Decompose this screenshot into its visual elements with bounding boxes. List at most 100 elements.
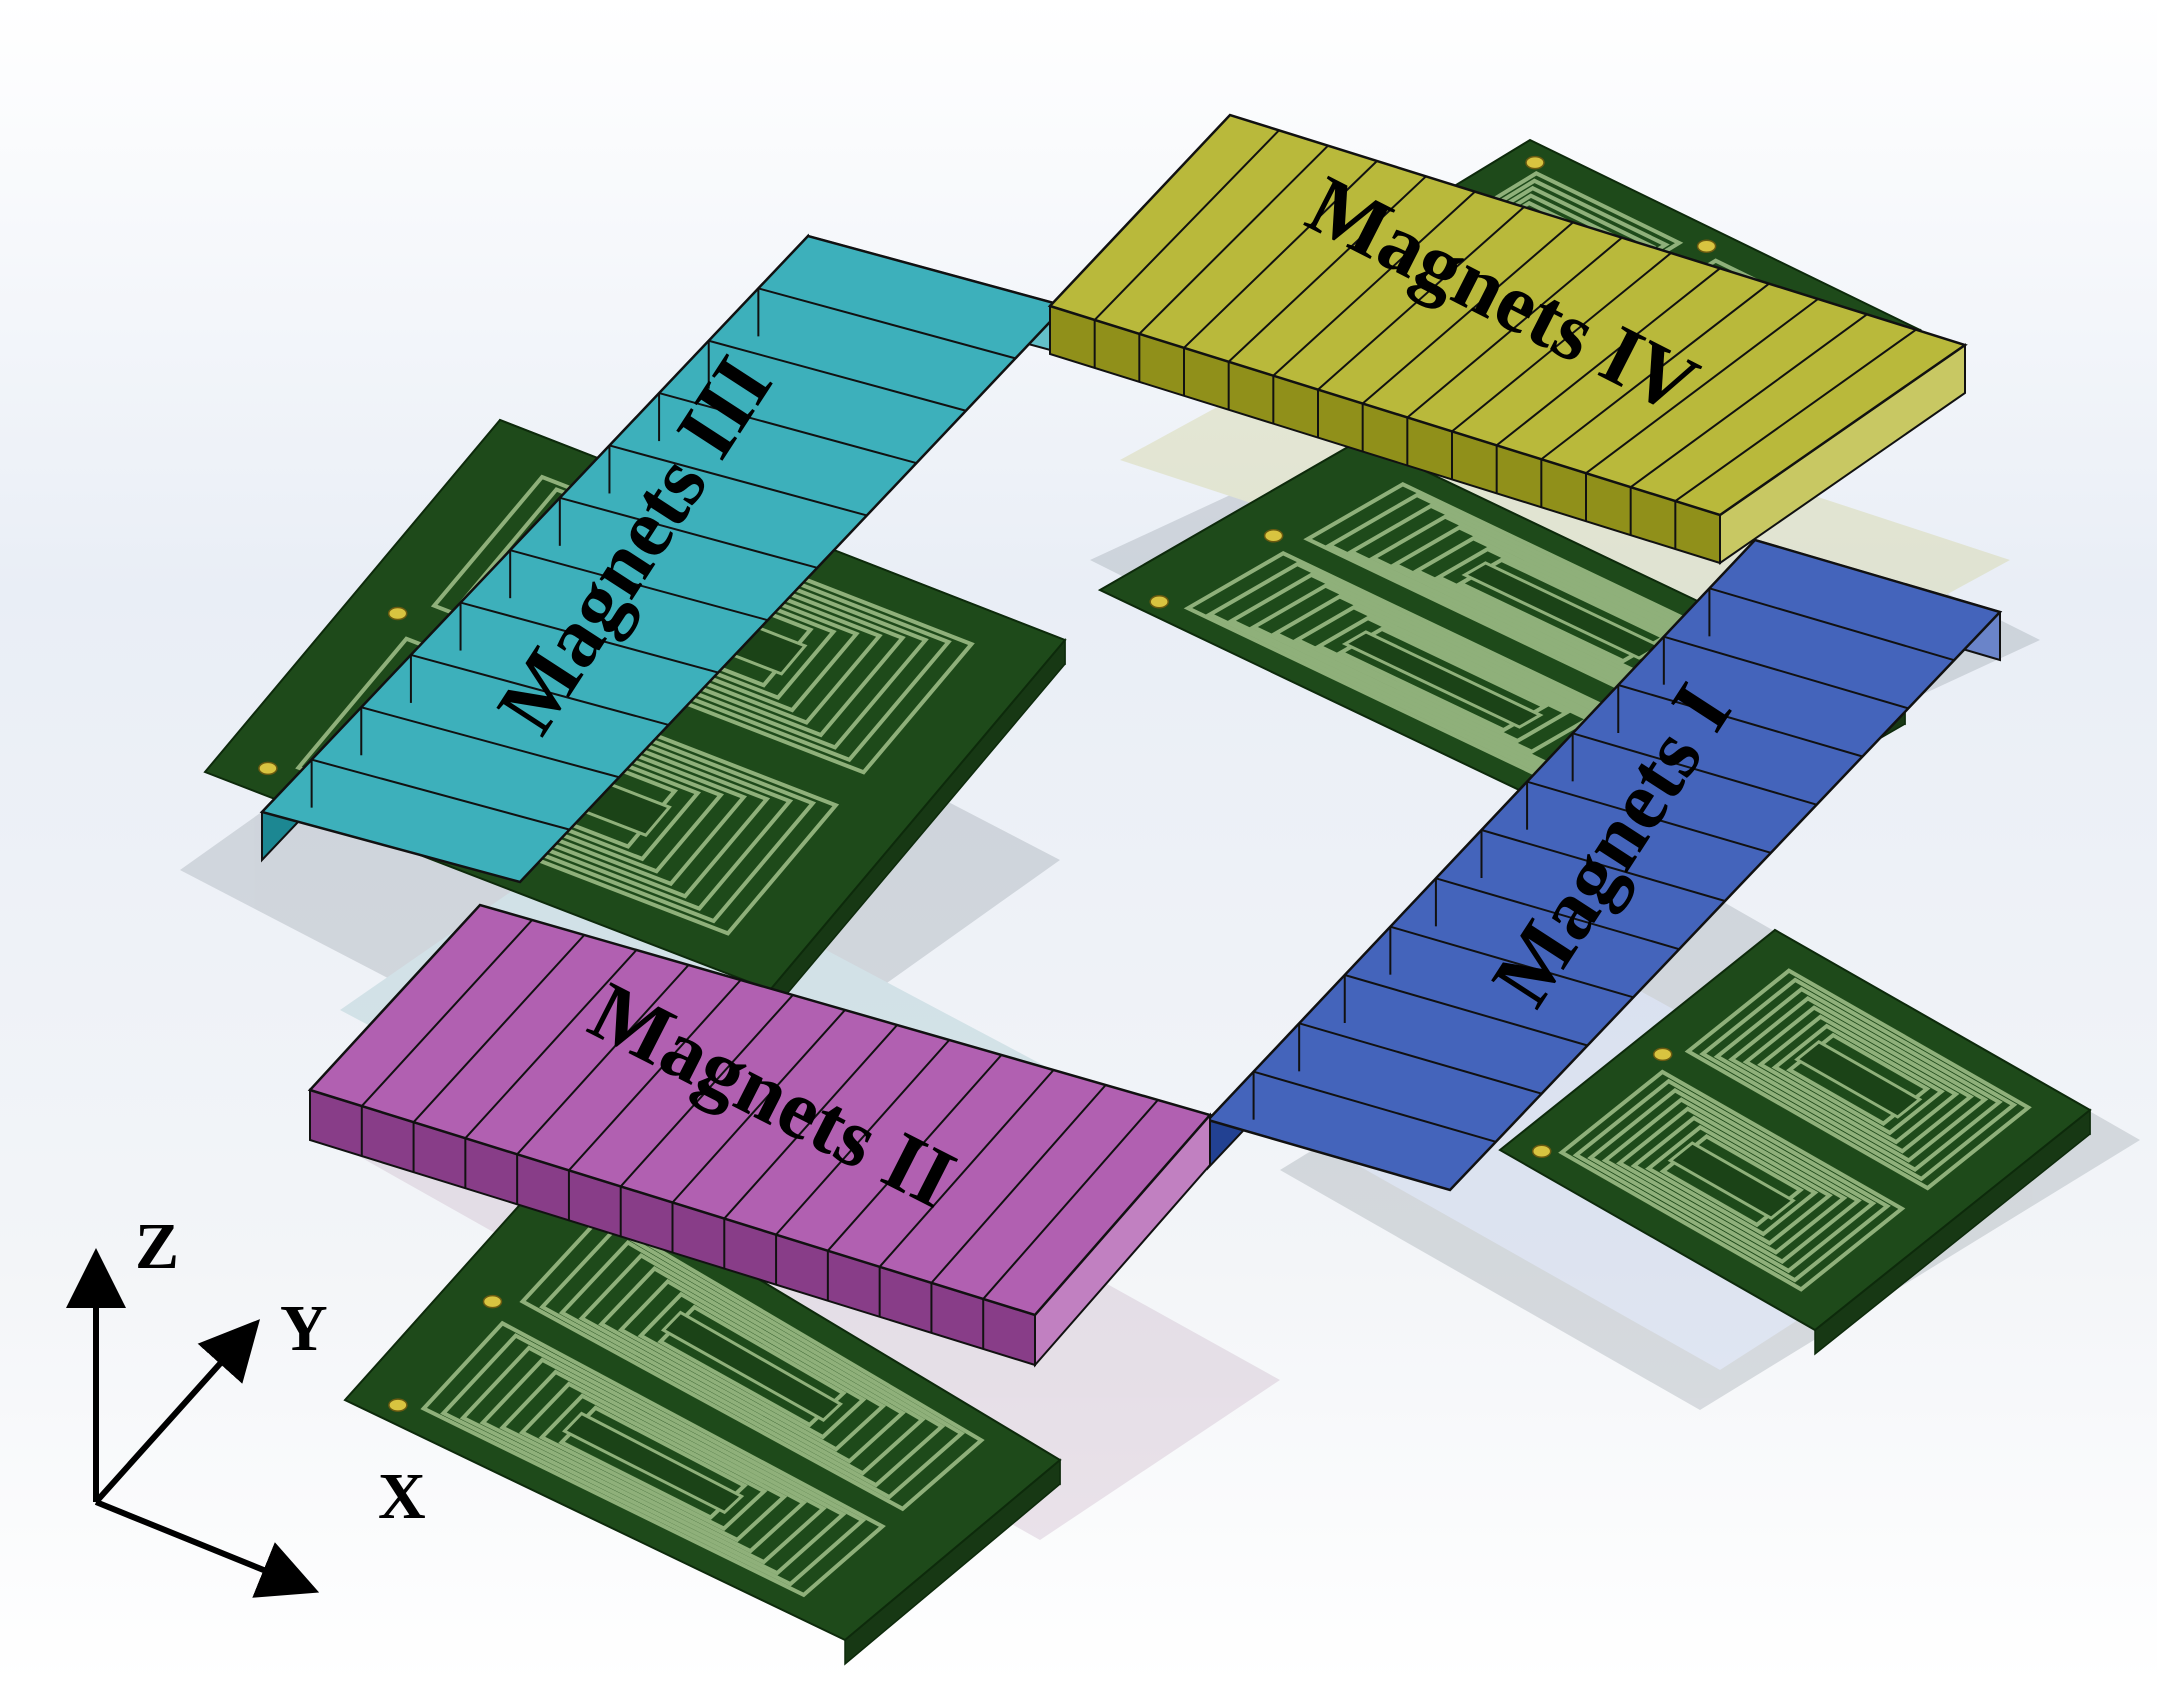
solder-pad — [388, 1398, 408, 1412]
solder-pad — [1531, 1144, 1552, 1158]
coil-core — [1341, 630, 1544, 729]
magnet-segment-divider — [982, 1099, 1159, 1300]
magnet-segment-divider — [723, 1024, 898, 1220]
coil-trace — [539, 1226, 965, 1500]
coil-trace — [459, 1345, 847, 1576]
coil-trace — [1742, 1005, 1974, 1154]
magnet-iv — [1047, 113, 1968, 565]
magnet-segment-divider — [1572, 732, 1817, 806]
magnet-segment-divider — [1390, 925, 1634, 999]
magnet-segment-divider — [1674, 328, 1917, 502]
coil-trace — [499, 1369, 808, 1554]
solder-pad — [387, 606, 408, 621]
x-axis-arrow — [94, 1499, 320, 1598]
magnet-segment-divider — [1540, 282, 1770, 461]
solder-pad — [1696, 239, 1717, 253]
coil-core — [1667, 1141, 1796, 1221]
magnet-segment-divider — [361, 706, 620, 779]
coil-trace — [1771, 1023, 1945, 1136]
magnet-segment-divider — [311, 758, 570, 831]
magnet-segment-divider — [460, 601, 719, 674]
magnet-segment-divider — [930, 1084, 1107, 1284]
coil-trace — [1558, 1069, 1906, 1292]
z-axis-label: Z — [135, 1210, 179, 1283]
coil-trace — [440, 1333, 867, 1587]
coil-core — [562, 1411, 745, 1515]
pcb-right — [1498, 928, 2092, 1356]
coil-trace — [430, 474, 975, 775]
magnet-i — [1205, 537, 2003, 1192]
coil-trace — [1757, 1014, 1960, 1145]
coil-core — [660, 1310, 844, 1422]
magnet-segment-divider — [516, 964, 690, 1155]
coil-trace — [519, 1213, 985, 1512]
magnet-segment-divider — [758, 287, 1016, 360]
coil-trace — [1587, 1087, 1877, 1274]
magnet-segment-divider — [671, 1009, 846, 1204]
magnet-segment-divider — [827, 1054, 1003, 1252]
coil-trace — [617, 1278, 887, 1452]
magnet-segment-divider — [1630, 313, 1868, 488]
magnet-segment-divider — [1362, 221, 1574, 405]
magnet-segment-divider — [1298, 1022, 1542, 1095]
coil-trace — [1645, 1124, 1819, 1237]
coil-trace — [1601, 1097, 1862, 1265]
coil-trace — [538, 1393, 768, 1532]
magnet-segment-divider — [878, 1069, 1055, 1268]
magnet-segment-divider — [1406, 236, 1623, 419]
magnet-segment-divider — [1093, 129, 1280, 321]
magnet-segment-divider — [410, 653, 669, 726]
magnet-segment-divider — [1227, 175, 1427, 363]
solder-pad — [1263, 529, 1284, 543]
solder-pad — [1149, 595, 1169, 609]
coil-trace — [479, 1357, 827, 1565]
magnet-segment-divider — [708, 339, 967, 412]
solder-pad — [258, 761, 278, 776]
coil-trace — [1699, 977, 2018, 1182]
pcb-bottom — [343, 1158, 1062, 1666]
magnet-segment-divider — [1663, 635, 1909, 710]
magnet-segment-divider — [1451, 252, 1672, 433]
coil-trace — [453, 487, 952, 763]
magnet-segment-divider — [658, 392, 917, 465]
magnet-segment-divider — [609, 444, 868, 517]
magnet-segment-divider — [412, 934, 586, 1123]
magnet-segment-divider — [1585, 298, 1819, 474]
magnet-segment-divider — [1617, 684, 1863, 758]
magnet-segment-divider — [464, 949, 638, 1139]
coil-trace — [295, 636, 840, 936]
coil-trace — [1630, 1115, 1833, 1246]
magnet-segment-divider — [1344, 974, 1588, 1047]
coil-core — [1794, 1039, 1923, 1119]
magnet-segment-divider — [361, 919, 533, 1107]
solder-pad — [482, 1294, 503, 1309]
magnet-top-face — [307, 903, 1213, 1317]
coil-trace — [1728, 995, 1989, 1163]
coil-trace — [1314, 615, 1571, 744]
solder-pad — [1525, 155, 1545, 170]
coil-trace — [558, 1239, 946, 1488]
coordinate-axes: Z Y X — [66, 1210, 426, 1598]
magnet-segment-divider — [775, 1039, 951, 1236]
coil-trace — [1616, 1106, 1848, 1255]
magnet-segment-divider — [1272, 190, 1476, 377]
coil-trace — [637, 1291, 867, 1440]
coil-trace — [1684, 968, 2032, 1191]
coil-trace — [420, 1320, 886, 1598]
magnet-segment-divider — [1317, 206, 1525, 391]
y-axis-label: Y — [280, 1292, 328, 1365]
magnet-segment-divider — [1183, 160, 1378, 349]
magnet-segment-divider — [619, 994, 794, 1188]
magnet-segment-divider — [1138, 144, 1329, 335]
magnet-segment-divider — [1526, 780, 1772, 854]
magnet-ii — [307, 903, 1213, 1368]
pcb-board — [1498, 928, 2092, 1332]
magnet-segment-divider — [1496, 267, 1721, 447]
coil-trace — [1572, 1078, 1891, 1283]
magnet-segment-divider — [568, 979, 742, 1172]
x-axis-label: X — [378, 1460, 426, 1533]
coil-trace — [578, 1252, 926, 1476]
magnet-segment-divider — [1709, 587, 1955, 662]
magnet-segment-divider — [1253, 1070, 1497, 1143]
